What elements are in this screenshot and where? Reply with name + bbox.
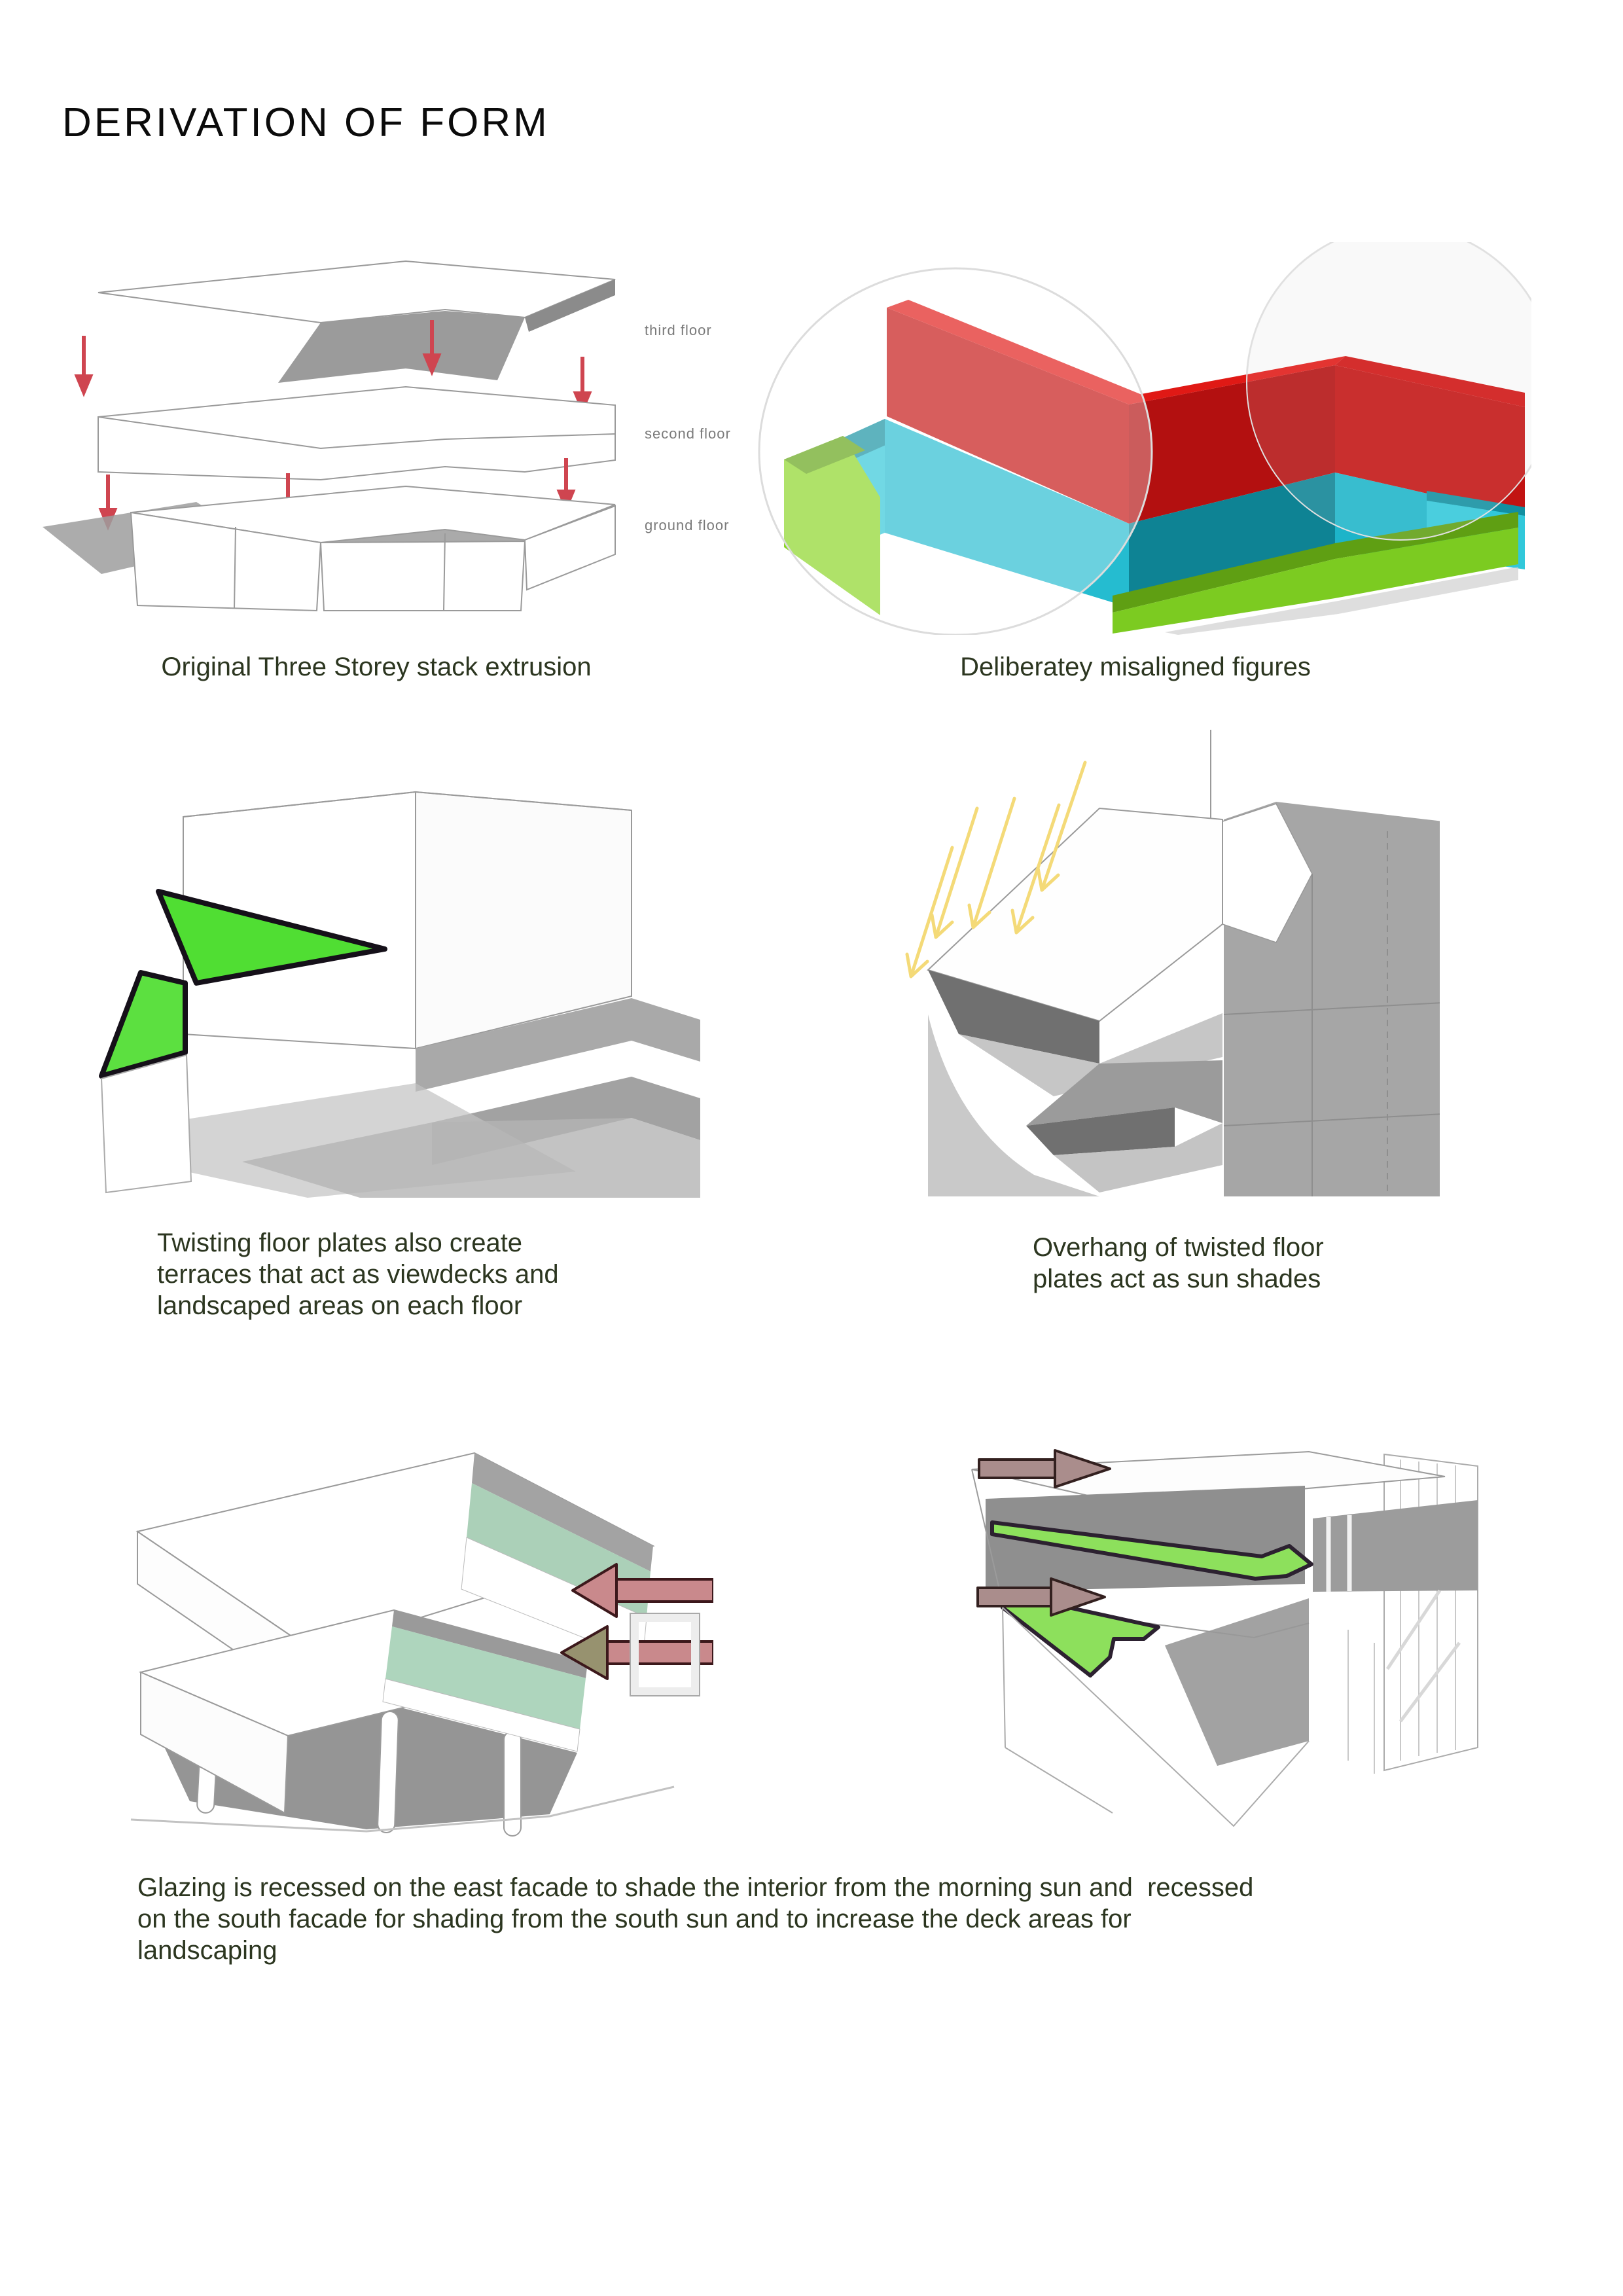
overhang-shades [927, 807, 1223, 1196]
figure-misaligned-volumes [758, 242, 1531, 635]
background-circle-right-overlay [1246, 242, 1531, 541]
lower-white-plane [100, 1054, 192, 1194]
page-title: DERIVATION OF FORM [62, 100, 550, 145]
down-arrow-icons-row1 [74, 320, 592, 414]
gray-facades [1222, 802, 1440, 1196]
south-sun-arrow-icon-1 [978, 1449, 1111, 1488]
caption-glazing: Glazing is recessed on the east facade t… [137, 1873, 1254, 1965]
base-outlines [1002, 1589, 1461, 1827]
lower-slab [138, 1609, 588, 1814]
second-floor-plate [98, 386, 616, 481]
south-sun-arrow-icon-2 [976, 1577, 1106, 1617]
label-third-floor: third floor [645, 322, 712, 338]
white-tower [183, 791, 632, 1050]
caption-stack-extrusion: Original Three Storey stack extrusion [161, 653, 592, 681]
green-volume [784, 436, 1518, 635]
glazing-panel-frame [630, 1613, 700, 1696]
figure-sun-shades [905, 730, 1440, 1196]
label-second-floor: second floor [645, 425, 731, 442]
third-floor-plate [98, 260, 616, 383]
sun-ray-arrow-icons [905, 761, 1087, 978]
morning-sun-arrow-icons [560, 1563, 713, 1680]
caption-terraces: Twisting floor plates also create terrac… [157, 1229, 559, 1320]
figure-stack-extrusion [43, 260, 616, 612]
figure-recessed-glazing [130, 1452, 713, 1837]
right-floor-band [1313, 1500, 1478, 1592]
lower-gray-wedge [1165, 1598, 1309, 1766]
deck-green-2 [1001, 1591, 1160, 1677]
caption-sunshade: Overhang of twisted floor plates act as … [1033, 1233, 1324, 1293]
caption-misaligned: Deliberatey misaligned figures [960, 653, 1311, 681]
terrace-triangles [99, 889, 387, 1079]
deck-green-1 [990, 1520, 1313, 1581]
label-ground-floor: ground floor [645, 517, 730, 533]
background-circle-left [758, 267, 1153, 635]
ground-line [130, 1785, 675, 1833]
recessed-floor-bands [187, 998, 700, 1198]
figure-deck-areas [971, 1449, 1478, 1827]
figure-terraces [99, 791, 700, 1198]
ground-floor-plate [43, 485, 616, 612]
